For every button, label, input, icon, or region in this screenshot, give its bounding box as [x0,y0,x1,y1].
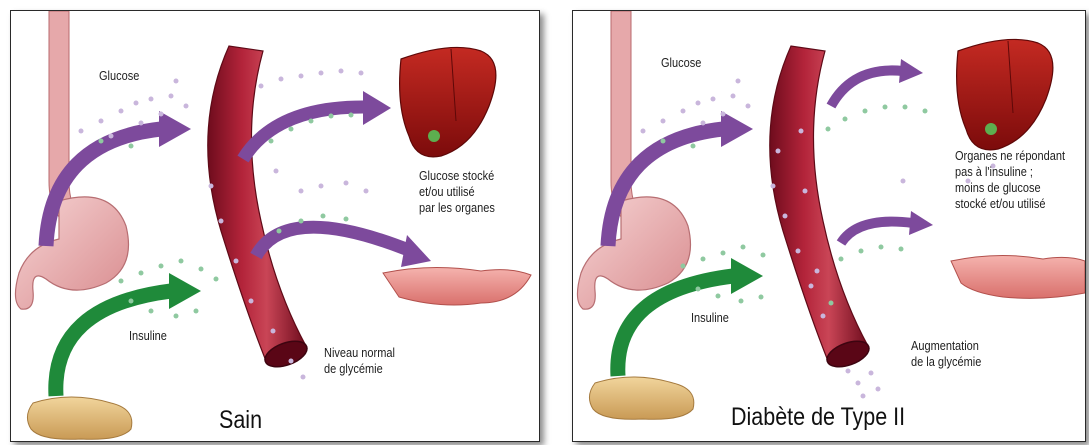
organ-label-line-2: et/ou utilisé [419,185,475,200]
healthy-panel: Glucose Insuline Glucose stocké et/ou ut… [10,10,540,442]
insulin-label: Insuline [691,311,729,326]
glucose-arrow-muscle [256,227,431,267]
insulin-label: Insuline [129,329,167,344]
panel-title: Diabète de Type II [731,403,905,431]
organ-label-line-3: moins de glucose [955,181,1041,196]
organ-label-line-1: Glucose stocké [419,169,494,184]
bottom-label-line-2: de glycémie [324,362,383,377]
organ-label-line-1: Organes ne répondant [955,149,1065,164]
liver [400,47,496,156]
organ-label-line-4: stocké et/ou utilisé [955,197,1046,212]
organ-label-line-2: pas à l'insuline ; [955,165,1033,180]
stomach [15,197,128,309]
pancreas [589,377,693,419]
glucose-arrow-muscle [841,211,933,243]
organ-label-line-3: par les organes [419,201,495,216]
pancreas [27,397,131,439]
bottom-label-line-2: de la glycémie [911,355,981,370]
liver [957,39,1053,149]
muscle [951,255,1085,298]
glucose-arrow-liver [243,91,391,159]
healthy-diagram [11,11,539,441]
panel-title: Sain [219,406,262,434]
glucose-label: Glucose [661,56,701,71]
bottom-label-line-1: Niveau normal [324,346,395,361]
diabetes-diagram [573,11,1085,441]
muscle [383,267,531,305]
blood-vessel [208,46,311,372]
bottom-label-line-1: Augmentation [911,339,979,354]
blood-vessel [770,46,873,372]
diabetes-panel: Glucose Insuline Organes ne répondant pa… [572,10,1086,442]
glucose-label: Glucose [99,69,139,84]
glucose-arrow-liver [831,59,923,106]
